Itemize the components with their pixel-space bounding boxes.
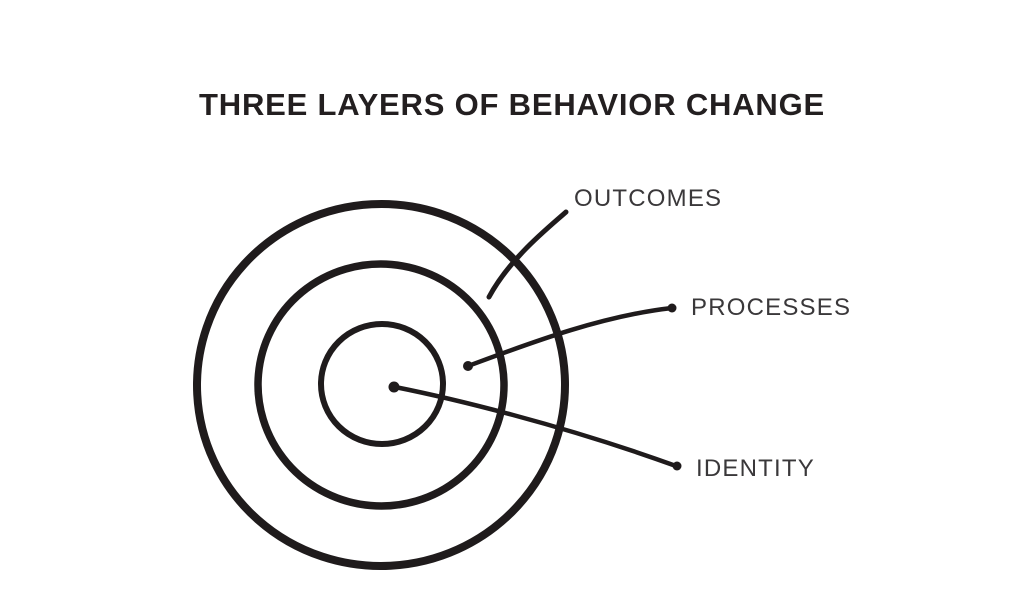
processes-line-end-dot — [667, 303, 677, 313]
outer-ring-outcomes — [193, 199, 569, 571]
identity-leader-line — [392, 384, 679, 469]
label-identity: IDENTITY — [696, 455, 815, 482]
processes-line-start-dot — [463, 361, 473, 371]
center-dot — [388, 381, 400, 393]
identity-line-end-dot — [672, 461, 682, 471]
outcomes-leader-line — [486, 209, 569, 300]
middle-ring-processes — [254, 260, 508, 510]
label-processes: PROCESSES — [691, 294, 852, 321]
diagram-title: THREE LAYERS OF BEHAVIOR CHANGE — [199, 87, 825, 122]
processes-leader-line — [465, 305, 675, 369]
inner-ring-identity — [318, 321, 446, 447]
label-outcomes: OUTCOMES — [574, 185, 723, 212]
